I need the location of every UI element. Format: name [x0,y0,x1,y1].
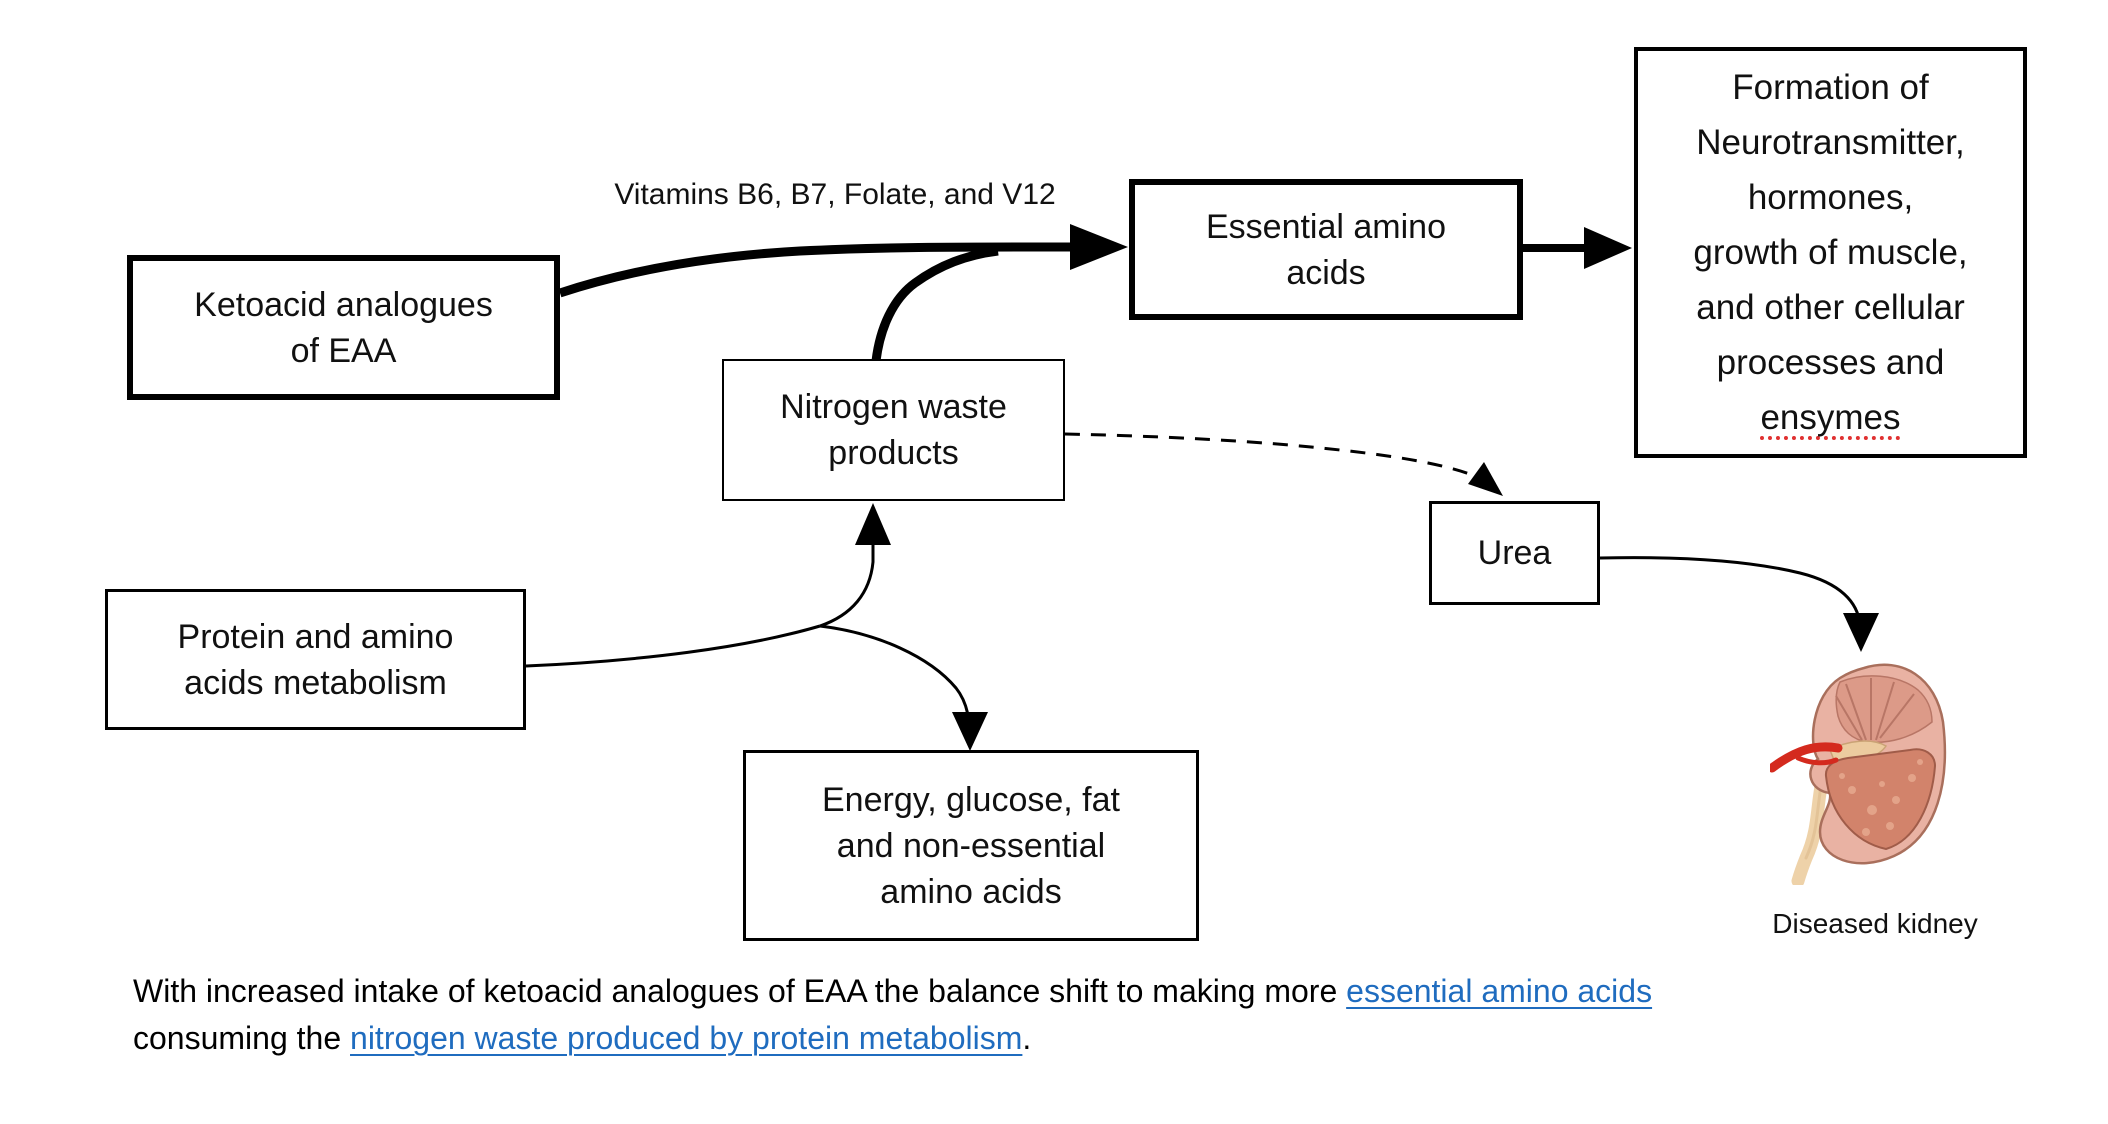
kidney-caption: Diseased kidney [1772,908,1978,939]
box-formation-processes: Formation of Neurotransmitter, hormones,… [1634,47,2027,458]
box-nitrogen-label: Nitrogen waste products [780,388,1007,472]
arrow-nitrogen-merge-branch [871,246,999,362]
formation-line: Formation of [1732,68,1929,107]
caption-line2-text: consuming the [133,1020,351,1056]
caption-line-2: consuming the nitrogen waste produced by… [133,1015,1833,1062]
formation-line: processes and [1716,343,1945,382]
kidney-diseased-lobe [1824,748,1937,851]
formation-text-block: Formation of Neurotransmitter, hormones,… [1693,60,1967,445]
box-essential-label: Essential amino acids [1205,207,1446,292]
kidney-artery-branch [1795,755,1839,766]
arrow-branch-up-to-nitrogen [819,516,875,628]
caption-line2-period: . [1022,1020,1032,1056]
box-energy-glucose: Energy, glucose, fat and non-essential a… [743,750,1199,941]
formation-line: and other cellular [1696,288,1965,327]
box-protein-metabolism: Protein and amino acids metabolism [105,589,526,730]
diseased-kidney-figure [1767,650,1965,888]
formation-line: ensymes [1693,390,1967,445]
arrowhead-into-energy [952,712,988,751]
box-essential-amino-acids: Essential amino acids [1129,179,1523,320]
summary-caption: With increased intake of ketoacid analog… [133,968,1833,1062]
formation-line: growth of muscle, [1693,233,1968,272]
box-ketoacid-label: Ketoacid analogues of EAA [194,285,493,370]
diseased-kidney-image [1767,663,1947,888]
box-urea: Urea [1429,501,1600,605]
kidney-artery [1767,742,1843,773]
kidney-medulla-striations [1835,678,1915,741]
box-nitrogen-waste: Nitrogen waste products [722,359,1065,501]
box-urea-label: Urea [1477,534,1552,572]
arrow-ketoacid-to-essential [558,242,1076,298]
arrow-nitrogen-to-urea-dashed [1064,432,1481,480]
box-protein-label: Protein and amino acids metabolism [177,617,454,702]
formation-line: hormones, [1747,178,1914,217]
box-energy-label: Energy, glucose, fat and non-essential a… [822,780,1120,911]
formation-misspelled-word: ensymes [1760,398,1901,437]
kidney-granular-speckles [1839,759,1923,836]
box-ketoacid-analogues: Ketoacid analogues of EAA [127,255,560,400]
arrowhead-into-kidney [1843,613,1879,652]
arrowhead-into-essential [1070,224,1128,270]
arrow-branch-down-to-energy [819,624,972,741]
formation-line: Neurotransmitter, [1696,123,1965,162]
arrowhead-into-formation [1584,227,1632,269]
caption-line1-text: With increased intake of ketoacid analog… [133,973,1347,1009]
caption-line-1: With increased intake of ketoacid analog… [133,968,1833,1015]
arrowhead-into-urea [1468,462,1503,496]
caption-link-nitrogen-waste[interactable]: nitrogen waste produced by protein metab… [350,1020,1023,1056]
arrowhead-into-nitrogen [855,503,891,545]
line-protein-to-branch [525,624,821,668]
caption-link-essential-amino-acids[interactable]: essential amino acids [1346,973,1653,1009]
vitamins-arrow-label: Vitamins B6, B7, Folate, and V12 [614,178,1056,211]
arrow-urea-to-kidney [1599,556,1862,638]
